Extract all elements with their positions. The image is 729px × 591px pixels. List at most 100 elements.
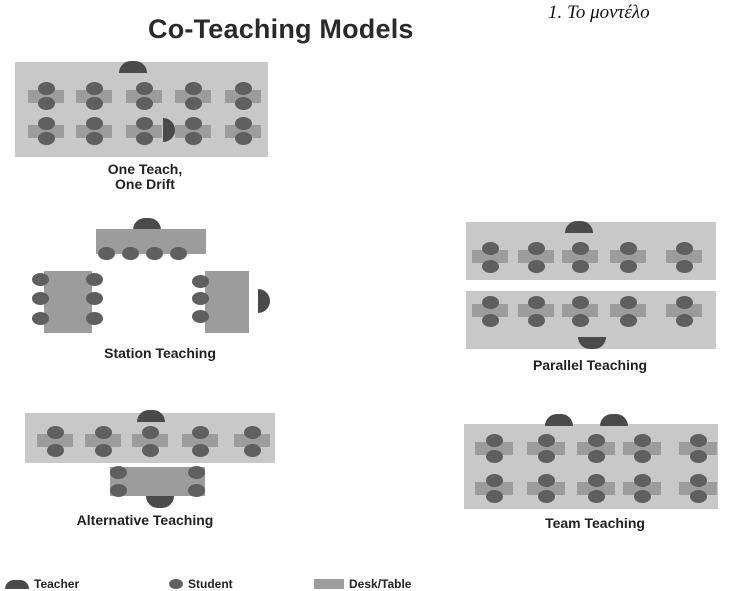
student-icon: [235, 82, 252, 95]
student-icon: [86, 312, 103, 325]
student-icon: [620, 296, 637, 309]
desk-table: [562, 250, 598, 263]
student-icon: [86, 117, 103, 130]
student-icon: [32, 273, 49, 286]
desk-table: [132, 434, 168, 447]
desk-table: [76, 125, 112, 138]
student-icon: [192, 444, 209, 457]
student-icon: [572, 296, 589, 309]
student-icon: [676, 314, 693, 327]
student-icon: [528, 314, 545, 327]
teacher-icon: [133, 218, 161, 230]
desk-table: [577, 442, 615, 455]
student-icon: [136, 117, 153, 130]
legend-label: Teacher: [34, 577, 80, 591]
teacher-icon: [600, 414, 628, 426]
student-icon: [110, 484, 127, 497]
desk-table: [182, 434, 218, 447]
legend-student: Student: [169, 577, 233, 591]
teacher-icon: [545, 414, 573, 426]
student-icon: [528, 242, 545, 255]
caption-team-teaching: Team Teaching: [545, 515, 645, 531]
student-icon: [122, 247, 139, 260]
desk-table: [76, 90, 112, 103]
student-icon: [486, 434, 503, 447]
student-icon: [588, 434, 605, 447]
legend-label: Desk/Table: [349, 577, 412, 591]
student-icon: [235, 117, 252, 130]
student-icon: [620, 260, 637, 273]
desk-table: [205, 271, 249, 333]
desk-table: [475, 442, 513, 455]
student-icon: [690, 450, 707, 463]
student-icon: [244, 426, 261, 439]
student-icon: [486, 450, 503, 463]
student-icon: [38, 117, 55, 130]
student-icon: [690, 434, 707, 447]
student-icon: [86, 273, 103, 286]
student-icon: [136, 132, 153, 145]
teacher-icon: [258, 289, 270, 313]
desk-table: [126, 125, 162, 138]
desk-table: [577, 482, 615, 495]
desk-table: [225, 90, 261, 103]
caption-parallel-teaching: Parallel Teaching: [532, 357, 648, 373]
student-icon: [634, 490, 651, 503]
student-icon: [136, 82, 153, 95]
caption-line: One Teach,: [107, 161, 183, 177]
teacher-icon: [163, 118, 175, 142]
student-icon: [98, 247, 115, 260]
desk-table: [666, 250, 702, 263]
student-icon: [32, 312, 49, 325]
student-icon: [690, 474, 707, 487]
student-icon: [572, 242, 589, 255]
student-icon: [142, 426, 159, 439]
student-icon: [486, 474, 503, 487]
student-icon: [244, 444, 261, 457]
student-icon: [634, 450, 651, 463]
student-icon: [634, 474, 651, 487]
legend-desk: Desk/Table: [314, 577, 412, 591]
desk-table: [623, 442, 661, 455]
student-icon: [482, 242, 499, 255]
student-icon: [185, 97, 202, 110]
student-icon: [185, 82, 202, 95]
teacher-icon: [146, 496, 174, 508]
student-icon: [136, 97, 153, 110]
desk-table: [175, 90, 211, 103]
desk-table: [562, 304, 598, 317]
student-icon: [620, 314, 637, 327]
student-icon: [38, 82, 55, 95]
desk-table: [85, 434, 121, 447]
student-icon: [32, 292, 49, 305]
desk-table: [679, 442, 717, 455]
desk-table: [475, 482, 513, 495]
desk-table: [234, 434, 270, 447]
student-icon: [47, 426, 64, 439]
student-icon: [572, 314, 589, 327]
student-icon: [95, 444, 112, 457]
student-icon: [538, 490, 555, 503]
caption-station-teaching: Station Teaching: [104, 345, 216, 361]
desk-table: [44, 271, 92, 333]
teacher-icon: [565, 221, 593, 233]
student-icon: [572, 260, 589, 273]
desk-table: [666, 304, 702, 317]
student-icon: [86, 97, 103, 110]
desk-table: [126, 90, 162, 103]
student-icon: [588, 450, 605, 463]
student-icon: [620, 242, 637, 255]
student-icon: [188, 484, 205, 497]
student-icon: [188, 466, 205, 479]
desk-table: [518, 250, 554, 263]
student-icon: [482, 260, 499, 273]
student-icon: [86, 82, 103, 95]
diagram-title: Co-Teaching Models: [148, 14, 414, 44]
student-icon: [38, 97, 55, 110]
desk-table: [527, 442, 565, 455]
student-icon: [38, 132, 55, 145]
student-icon: [47, 444, 64, 457]
caption-one-teach-one-drift: One Teach, One Drift: [75, 162, 215, 192]
student-icon: [235, 132, 252, 145]
student-icon: [676, 296, 693, 309]
